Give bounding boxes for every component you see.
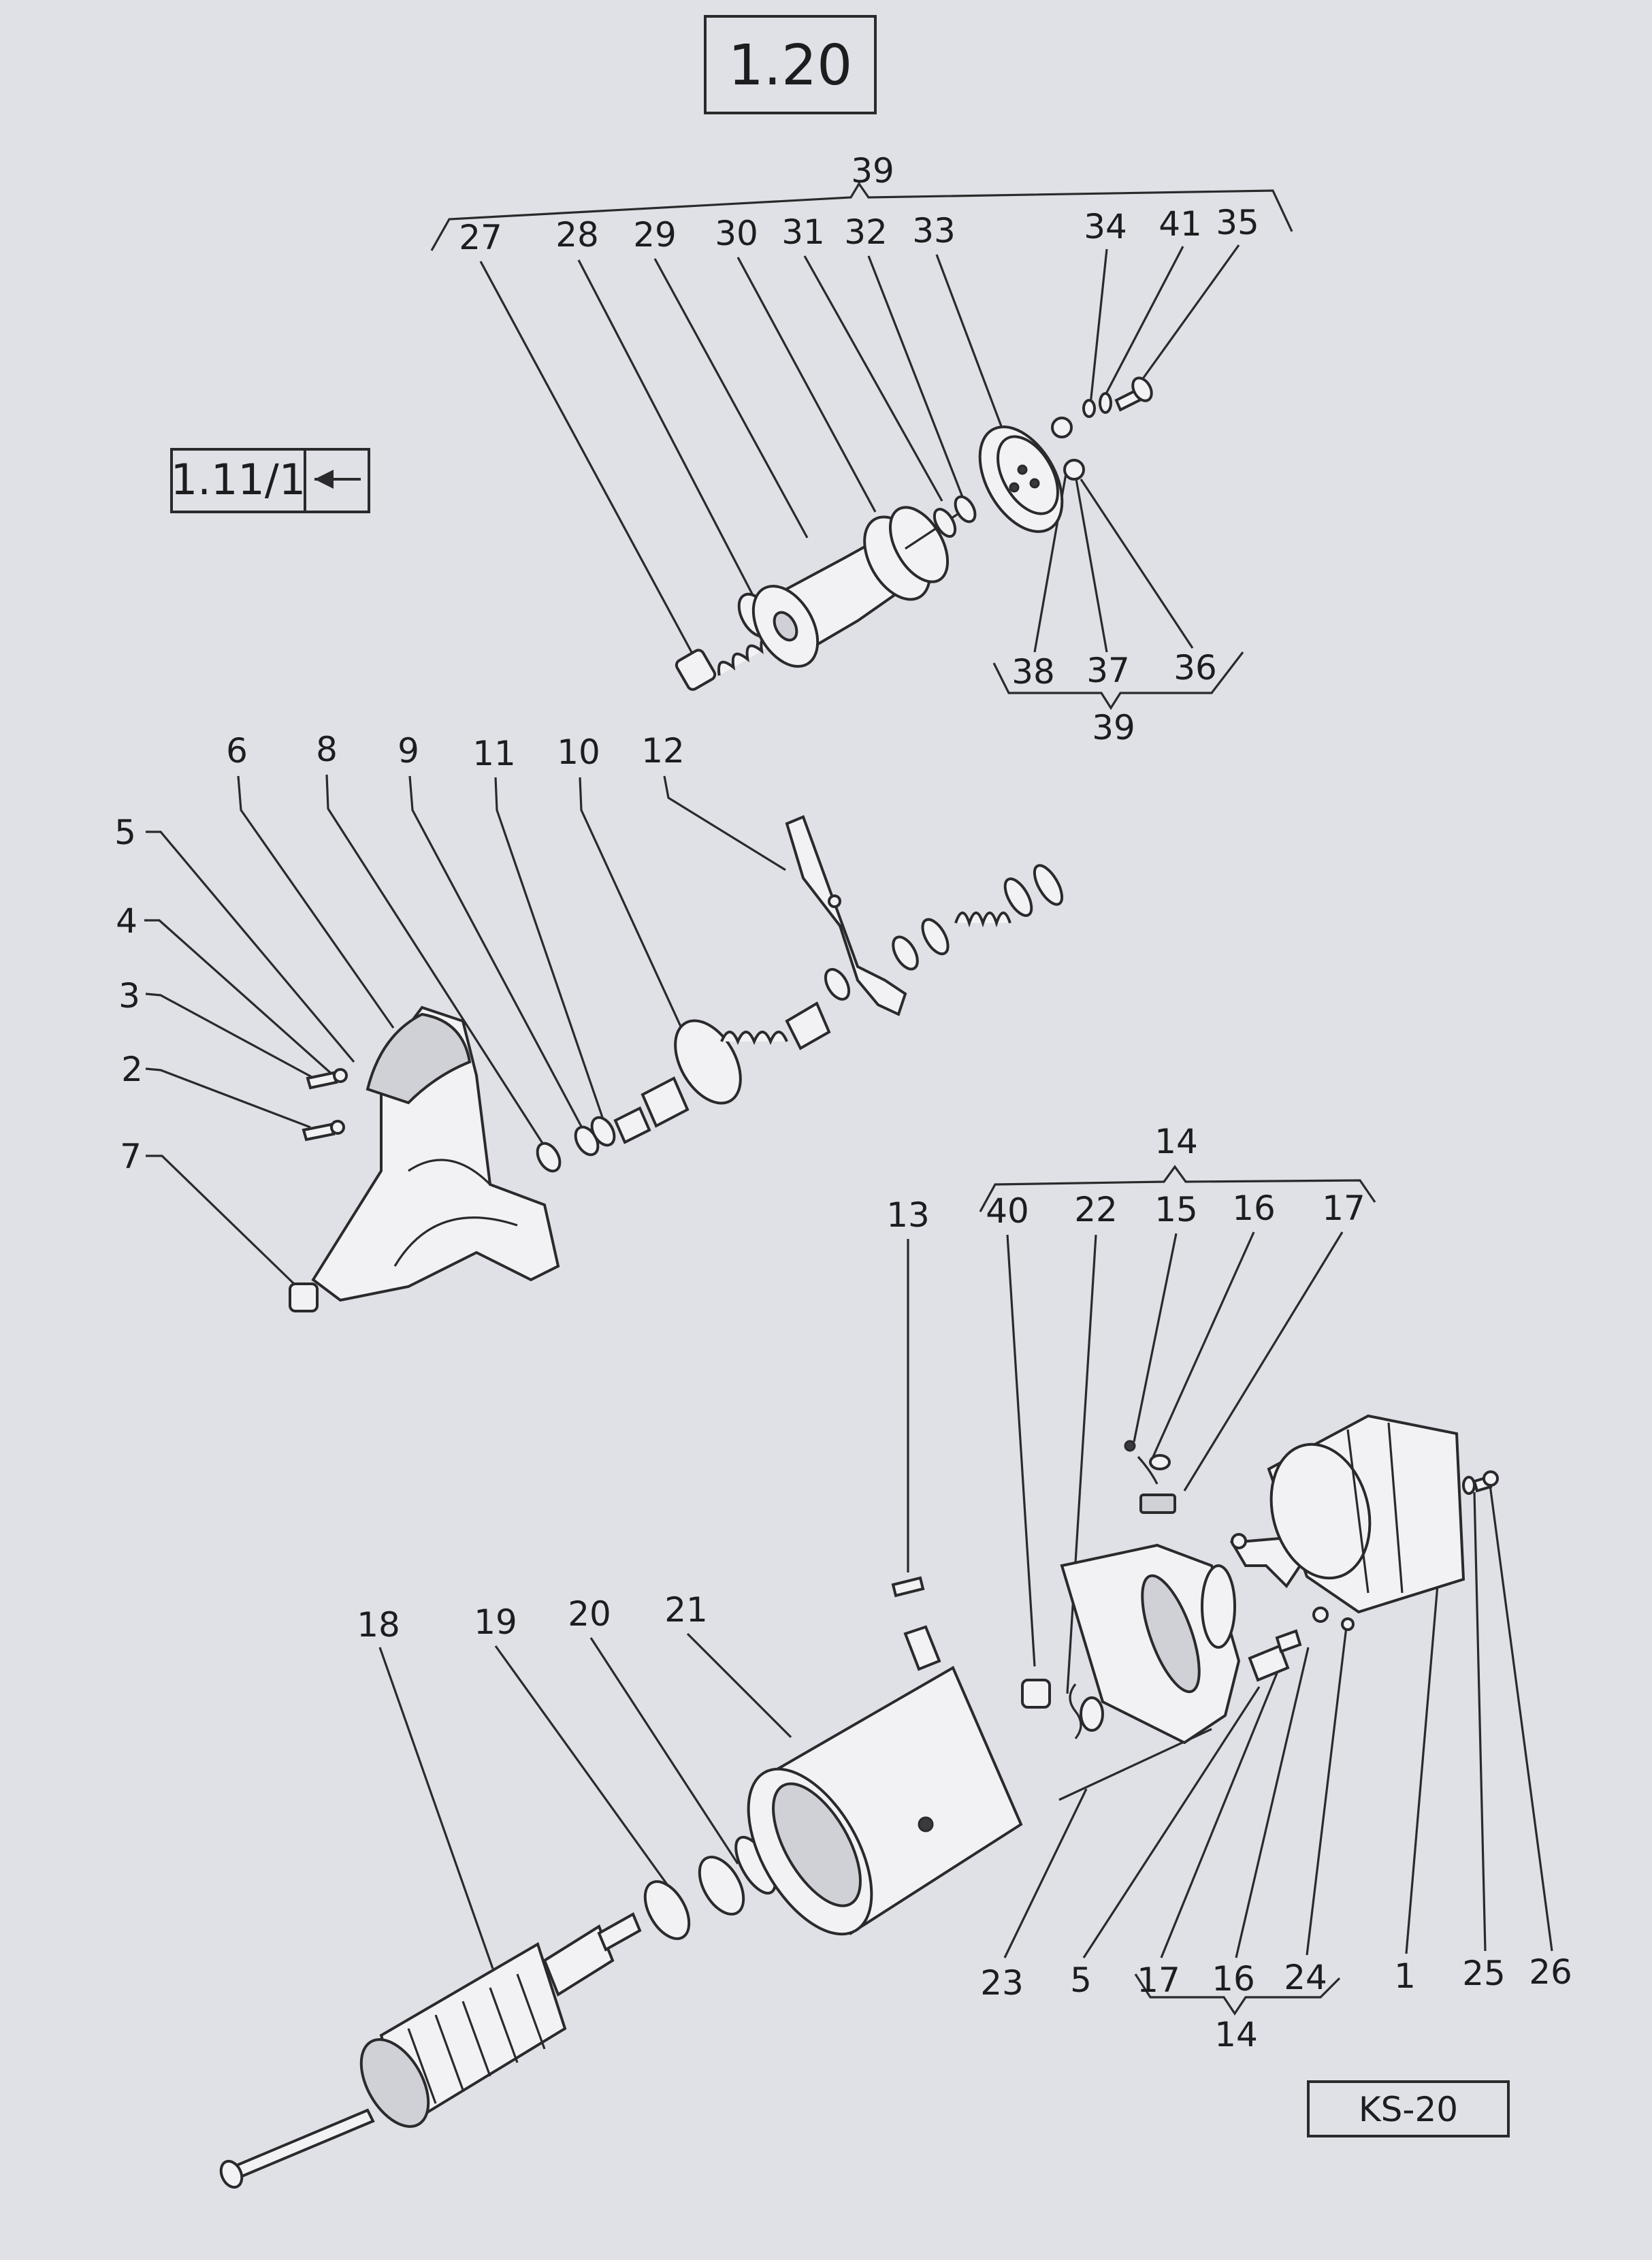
callout-6: 6: [226, 731, 248, 771]
callout-23: 23: [980, 1963, 1024, 2003]
callout-20: 20: [568, 1594, 611, 1634]
callout-18: 18: [357, 1605, 400, 1645]
pinion-drive-part: [613, 1001, 831, 1144]
callout-34: 34: [1084, 207, 1127, 246]
callout-12: 12: [641, 731, 685, 771]
callout-40: 40: [986, 1191, 1029, 1231]
callout-7: 7: [120, 1137, 142, 1176]
yoke-frame-part: [747, 1666, 1023, 1936]
callout-15: 15: [1154, 1190, 1198, 1229]
callout-21: 21: [664, 1590, 708, 1630]
cover-screw-part: [1462, 1470, 1499, 1495]
plunger-end-part: [675, 649, 717, 691]
field-terminal-part: [891, 1576, 941, 1671]
group-label-14-top: 14: [1154, 1122, 1198, 1161]
brush-part: [1124, 1440, 1176, 1514]
callout-13: 13: [886, 1195, 930, 1235]
callout-24: 24: [1284, 1958, 1327, 1997]
callout-1: 1: [1394, 1956, 1416, 1996]
callout-16-top: 16: [1232, 1189, 1276, 1228]
brush-group-brace-top: 14: [979, 1122, 1376, 1212]
group-label-39-bottom: 39: [1092, 708, 1135, 747]
callout-2: 2: [121, 1050, 143, 1089]
arrow-left-icon: [314, 470, 361, 489]
callout-22: 22: [1074, 1190, 1118, 1229]
brush-group-brace-bottom: 14: [1134, 1973, 1341, 2054]
armature-part: [219, 1912, 642, 2189]
callout-17-bottom: 17: [1137, 1960, 1180, 2000]
terminal-hardware-part: [1082, 376, 1153, 418]
figure-number: 1.20: [728, 33, 853, 98]
contact-rod-part: [905, 495, 977, 550]
callout-26: 26: [1529, 1952, 1572, 1992]
callout-37: 37: [1086, 651, 1130, 690]
commutator-bushing-part: [1021, 1679, 1051, 1709]
callout-41: 41: [1159, 204, 1202, 244]
brush-spring-part: [1069, 1683, 1104, 1739]
callout-5-bottom: 5: [1070, 1960, 1092, 2000]
callout-35: 35: [1216, 203, 1259, 242]
callout-9: 9: [398, 731, 419, 771]
drawing-code-box: KS-20: [1307, 2080, 1510, 2137]
callout-28: 28: [555, 215, 599, 255]
callout-16-bottom: 16: [1212, 1959, 1255, 1999]
callout-3: 3: [118, 976, 140, 1016]
armature-washers-part: [643, 1835, 777, 1940]
drive-housing-part: [311, 1005, 560, 1302]
housing-screws-part: [302, 1068, 348, 1142]
callout-25: 25: [1462, 1954, 1506, 1993]
drawing-code: KS-20: [1359, 2090, 1458, 2129]
solenoid-group-brace-top: 39: [430, 151, 1293, 251]
leader-lines: [144, 244, 1553, 1969]
callout-11: 11: [472, 734, 516, 773]
callout-32: 32: [844, 212, 888, 252]
fork-spring-set-part: [824, 864, 1064, 1001]
retaining-rings-part: [574, 1116, 616, 1157]
drive-end-assembly: [289, 815, 1064, 1312]
figure-number-box: 1.20: [704, 15, 877, 114]
motor-assembly: [219, 1414, 1499, 2189]
callout-30: 30: [715, 214, 758, 253]
solenoid-cap-part: [978, 417, 1085, 533]
solenoid-group-brace-bottom: 39: [992, 651, 1244, 747]
callout-31: 31: [781, 212, 825, 252]
group-label-39-top: 39: [851, 151, 894, 191]
commutator-end-plate-part: [1060, 1543, 1241, 1745]
callout-29: 29: [633, 215, 677, 255]
callout-27: 27: [459, 218, 502, 257]
callout-10: 10: [557, 732, 600, 772]
solenoid-gasket-part: [888, 506, 950, 583]
callout-17-top: 17: [1322, 1189, 1365, 1228]
callout-19: 19: [474, 1602, 517, 1642]
bushing-part: [289, 1282, 319, 1312]
callout-38: 38: [1011, 652, 1055, 692]
callout-36: 36: [1173, 648, 1217, 688]
cross-reference-box[interactable]: 1.11/1: [170, 448, 370, 513]
thrust-washer-part: [536, 1142, 562, 1173]
callout-5-left: 5: [114, 813, 136, 852]
callout-33: 33: [912, 211, 956, 251]
end-cover-part: [1267, 1414, 1465, 1614]
callout-8: 8: [316, 730, 338, 769]
callout-labels: 27 28 29 30 31 32 33 34 41 35 38 37 36 6…: [114, 203, 1572, 2003]
brush-holder-clips-part: [1248, 1607, 1355, 1682]
solenoid-assembly: [675, 376, 1153, 691]
group-label-14-bottom: 14: [1214, 2015, 1258, 2054]
cross-reference-label: 1.11/1: [171, 455, 306, 504]
callout-4: 4: [116, 901, 137, 941]
engagement-fork-part: [785, 815, 907, 1016]
